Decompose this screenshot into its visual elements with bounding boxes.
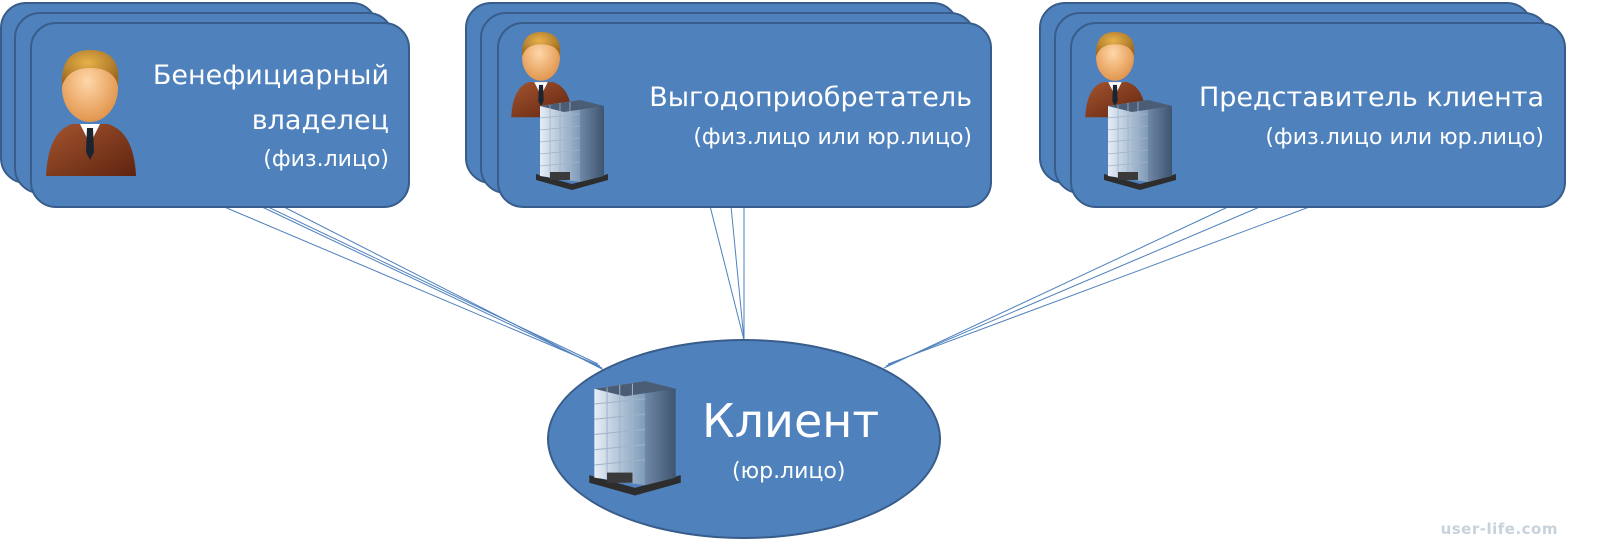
building-icon <box>536 100 608 190</box>
building-icon <box>589 381 681 496</box>
representative-title: Представитель клиента <box>1198 82 1544 113</box>
client-subtitle: (юр.лицо) <box>732 459 846 484</box>
building-icon <box>1104 100 1176 190</box>
connector-representative-2 <box>885 205 1263 367</box>
beneficial-owner-title-line2: владелец <box>251 105 389 136</box>
person-icon <box>46 50 136 176</box>
client-node[interactable] <box>547 339 941 539</box>
beneficiary-subtitle: (физ.лицо или юр.лицо) <box>693 125 972 150</box>
connector-beneficiary-1 <box>709 205 745 341</box>
beneficial-owner-title-line1: Бенефициарный <box>152 60 389 91</box>
watermark: user-life.com <box>1440 520 1558 538</box>
connector-beneficial-owner-4 <box>206 177 599 365</box>
connector-beneficial-owner-3 <box>281 205 605 371</box>
beneficial-owner-subtitle: (физ.лицо) <box>263 147 389 172</box>
connector-representative-3 <box>887 205 1313 365</box>
connector-beneficial-owner-2 <box>259 205 603 369</box>
connector-representative-1 <box>883 205 1231 369</box>
beneficiary-title: Выгодоприобретатель <box>649 82 972 113</box>
connector-beneficial-owner-1 <box>221 205 601 367</box>
representative-subtitle: (физ.лицо или юр.лицо) <box>1265 125 1544 150</box>
connector-beneficiary-2 <box>730 205 745 341</box>
client-title: Клиент <box>702 394 880 448</box>
